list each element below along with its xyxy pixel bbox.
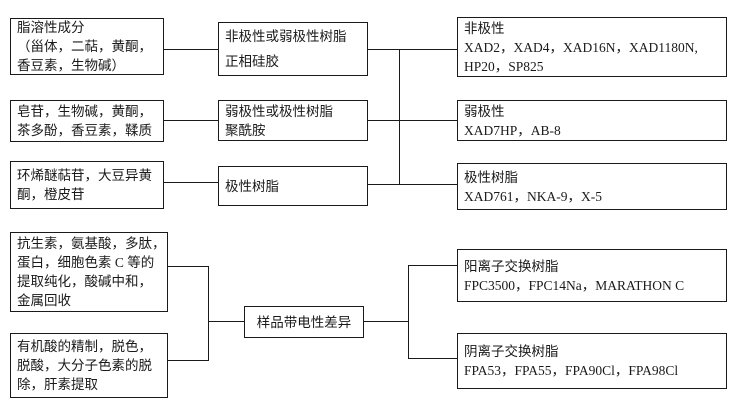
node-iridoid-glycosides: 环烯醚萜苷，大豆异黄 酮，橙皮苷 — [10, 161, 164, 209]
node-text-line: 抗生素，氨基酸，多肽， — [17, 236, 166, 251]
node-text-line: 脱酸，大分子色素的脱 — [17, 358, 152, 373]
node-text-line: 环烯醚萜苷，大豆异黄 — [17, 168, 152, 183]
node-text-line: 极性树脂 — [464, 169, 518, 185]
connector-line — [164, 120, 218, 121]
connector-line — [168, 360, 208, 361]
node-text-line: （甾体，二萜，黄酮， — [17, 39, 152, 54]
node-text-line: FPA53，FPA55，FPA90Cl，FPA98Cl — [464, 363, 679, 378]
node-text-line: 脂溶性成分 — [17, 20, 85, 35]
node-nonpolar-or-weak-polar-resin: 非极性或弱极性树脂 正相硅胶 — [218, 22, 368, 76]
node-text-line: 弱极性或极性树脂 — [225, 103, 333, 119]
node-text-line: HP20，SP825 — [464, 58, 544, 74]
node-lipid-soluble-components: 脂溶性成分 （甾体，二萜，黄酮， 香豆素，生物碱） — [10, 18, 164, 75]
connector-line — [164, 182, 218, 183]
node-text-line: FPC3500，FPC14Na，MARATHON C — [464, 277, 685, 293]
connector-line — [168, 266, 208, 267]
node-text-line: 极性树脂 — [225, 178, 279, 194]
node-text-line: 茶多酚，香豆素，鞣质 — [17, 123, 152, 138]
node-text-line: XAD2，XAD4，XAD16N，XAD1180N, — [464, 39, 698, 55]
node-text-line: 金属回收 — [17, 293, 71, 308]
node-text-line: 除，肝素提取 — [17, 377, 98, 392]
node-antibiotics-amino-acids-purification: 抗生素，氨基酸，多肽， 蛋白，细胞色素 C 等的 提取纯化，酸碱中和， 金属回收 — [10, 232, 168, 312]
node-polar-resin: 极性树脂 — [218, 166, 368, 206]
connector-line — [368, 120, 457, 121]
node-anion-exchange-resins: 阴离子交换树脂 FPA53，FPA55，FPA90Cl，FPA98Cl — [457, 333, 727, 389]
connector-line — [368, 49, 457, 50]
node-nonpolar-resins-list: 非极性 XAD2，XAD4，XAD16N，XAD1180N, HP20，SP82… — [457, 17, 727, 77]
connector-line — [208, 321, 244, 322]
connector-bus-line — [399, 49, 400, 185]
node-text-line: 有机酸的精制，脱色， — [17, 339, 152, 354]
node-cation-exchange-resins: 阳离子交换树脂 FPC3500，FPC14Na，MARATHON C — [457, 249, 727, 302]
connector-line — [364, 321, 408, 322]
node-text-line: 蛋白，细胞色素 C 等的 — [17, 255, 155, 270]
node-weak-polar-resins-list: 弱极性 XAD7HP，AB-8 — [457, 100, 727, 141]
node-saponins-alkaloids-flavones: 皂苷，生物碱，黄酮， 茶多酚，香豆素，鞣质 — [10, 100, 164, 142]
node-text-line: 非极性或弱极性树脂 — [225, 29, 347, 44]
connector-line — [408, 265, 457, 266]
node-text-line: 提取纯化，酸碱中和， — [17, 274, 152, 289]
node-text-line: 非极性 — [464, 20, 505, 36]
node-text-line: 正相硅胶 — [225, 54, 279, 69]
node-text-line: 阳离子交换树脂 — [464, 258, 559, 274]
node-text-line: 样品带电性差异 — [256, 314, 352, 330]
node-text-line: 酮，橙皮苷 — [17, 187, 85, 202]
node-organic-acid-refining: 有机酸的精制，脱色， 脱酸，大分子色素的脱 除，肝素提取 — [10, 333, 168, 398]
node-sample-charge-difference: 样品带电性差异 — [244, 306, 364, 338]
node-text-line: 弱极性 — [464, 103, 505, 119]
node-text-line: 聚酰胺 — [225, 122, 266, 138]
node-text-line: 阴离子交换树脂 — [464, 344, 559, 359]
node-weak-polar-or-polar-resin: 弱极性或极性树脂 聚酰胺 — [218, 100, 368, 141]
connector-bus-line — [208, 266, 209, 361]
node-text-line: XAD7HP，AB-8 — [464, 122, 561, 138]
connector-bus-line — [408, 265, 409, 359]
connector-line — [368, 184, 457, 185]
node-text-line: 皂苷，生物碱，黄酮， — [17, 104, 152, 119]
node-text-line: XAD761，NKA-9，X-5 — [464, 188, 602, 204]
node-text-line: 香豆素，生物碱） — [17, 58, 125, 73]
connector-line — [164, 49, 218, 50]
connector-line — [408, 358, 457, 359]
node-polar-resins-list: 极性树脂 XAD761，NKA-9，X-5 — [457, 163, 727, 210]
